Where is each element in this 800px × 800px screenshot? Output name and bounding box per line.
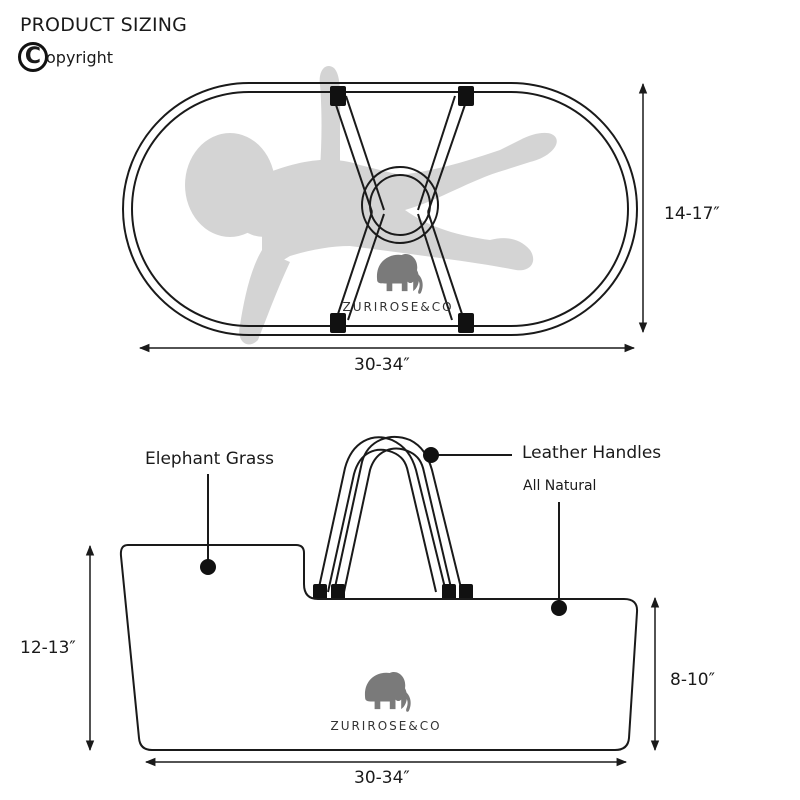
top-view: ZURIROSE&CO xyxy=(122,65,648,353)
basket-outline-inner xyxy=(131,91,629,327)
side-length-label: 30-34″ xyxy=(354,768,410,788)
copyright-notice: C opyright xyxy=(18,42,113,72)
callout-dot-material xyxy=(200,559,216,575)
callout-handles-label: Leather Handles xyxy=(522,443,662,463)
copyright-text: opyright xyxy=(46,47,114,67)
side-brand-text: ZURIROSE&CO xyxy=(330,719,441,733)
elephant-logo-icon xyxy=(376,254,423,294)
copyright-icon: C xyxy=(18,42,48,72)
top-handle-straps xyxy=(330,86,474,333)
callout-dot-handles xyxy=(423,447,439,463)
top-handles xyxy=(332,95,469,321)
baby-silhouette xyxy=(185,65,557,345)
page-title: PRODUCT SIZING xyxy=(20,14,188,36)
basket-outline-outer xyxy=(122,82,638,336)
side-height-tall-label: 12-13″ xyxy=(20,638,76,658)
side-handles xyxy=(317,436,463,593)
basket-body xyxy=(119,544,639,751)
top-width-label: 14-17″ xyxy=(664,204,720,224)
callout-material-label: Elephant Grass xyxy=(145,449,275,469)
top-brand-text: ZURIROSE&CO xyxy=(342,300,453,314)
callout-natural-label: All Natural xyxy=(523,478,597,494)
side-view: ZURIROSE&CO xyxy=(85,436,660,767)
callout-dot-natural xyxy=(551,600,567,616)
side-height-short-label: 8-10″ xyxy=(670,670,715,690)
top-length-label: 30-34″ xyxy=(354,355,410,375)
